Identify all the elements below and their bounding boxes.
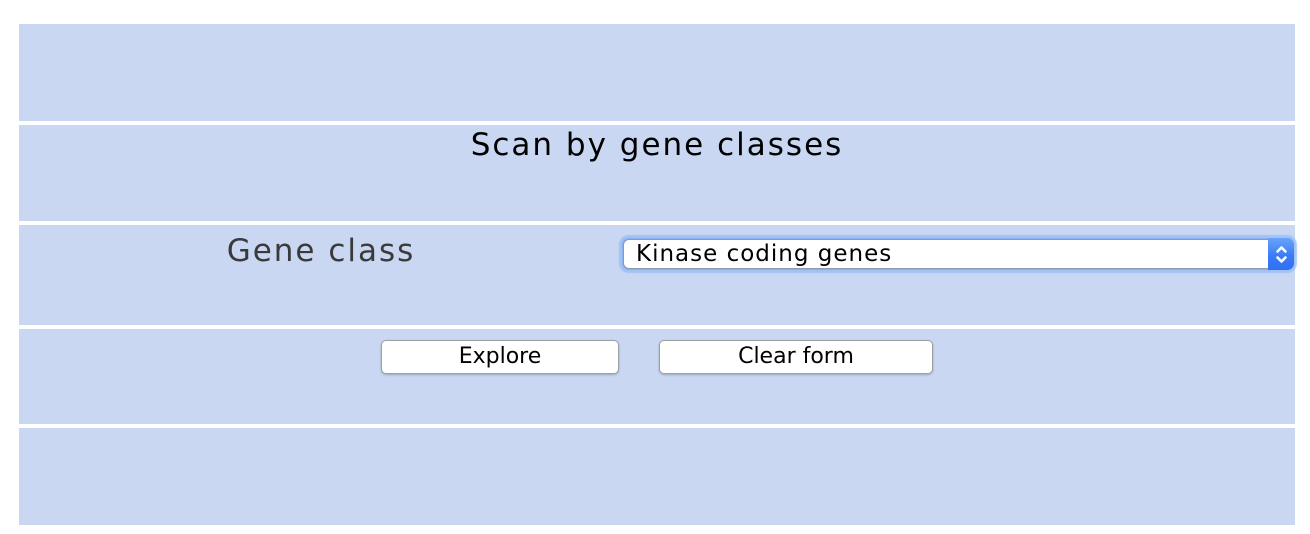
gene-class-row: Gene class Kinase coding genes (19, 225, 1295, 325)
explore-button[interactable]: Explore (381, 340, 619, 374)
title-row: Scan by gene classes (19, 125, 1295, 221)
spacer-row-bottom (19, 428, 1295, 525)
spacer-row-top (19, 24, 1295, 121)
gene-class-select[interactable]: Kinase coding genes (623, 239, 1293, 269)
gene-class-label: Gene class (226, 233, 416, 269)
actions-row: Explore Clear form (19, 329, 1295, 424)
clear-form-button[interactable]: Clear form (659, 340, 933, 374)
page-title: Scan by gene classes (470, 127, 844, 163)
gene-class-select-wrap: Kinase coding genes (623, 238, 1294, 270)
